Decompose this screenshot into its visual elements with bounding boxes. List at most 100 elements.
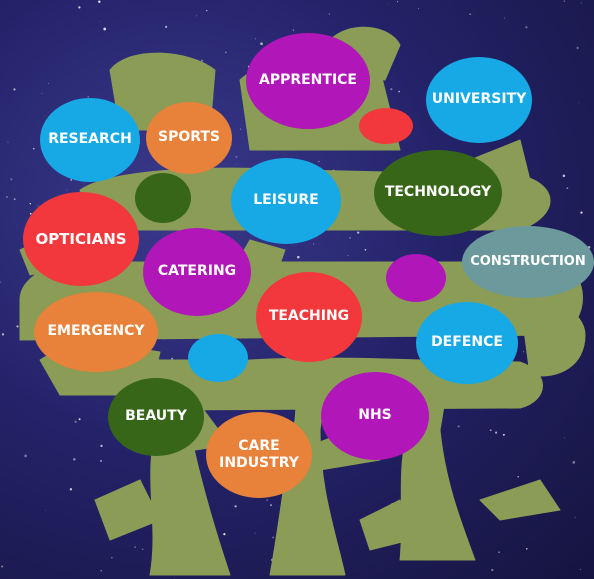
university-label: UNIVERSITY (431, 91, 527, 108)
technology-label: TECHNOLOGY (384, 184, 492, 201)
star (318, 160, 320, 163)
star (99, 21, 101, 23)
research-bubble: RESEARCH (40, 98, 140, 182)
star (522, 351, 524, 353)
construction-bubble: CONSTRUCTION (462, 226, 594, 298)
star (563, 437, 565, 439)
star (13, 198, 16, 201)
star (562, 174, 566, 178)
star (504, 17, 506, 19)
apprentice-bubble: APPRENTICE (246, 33, 370, 129)
leisure-label: LEISURE (253, 192, 319, 209)
star (489, 429, 492, 432)
star (100, 444, 103, 448)
star (13, 88, 16, 91)
research-label: RESEARCH (48, 131, 132, 148)
star (525, 26, 528, 29)
star (566, 187, 569, 189)
star (526, 548, 528, 550)
star (270, 504, 272, 507)
star (1, 333, 5, 336)
star (364, 248, 367, 251)
star (70, 179, 72, 181)
star (266, 499, 268, 501)
apprentice-label: APPRENTICE (258, 72, 357, 89)
star (171, 357, 174, 360)
star (292, 29, 295, 31)
star (223, 532, 226, 536)
star (235, 155, 238, 158)
star (579, 568, 581, 571)
star (578, 102, 580, 104)
star (66, 189, 68, 191)
catering-label: CATERING (157, 263, 237, 280)
star (100, 569, 102, 572)
star (418, 8, 419, 9)
defence-label: DEFENCE (431, 334, 503, 351)
star (24, 454, 27, 458)
star (234, 505, 237, 508)
defence-bubble: DEFENCE (416, 302, 518, 384)
star (45, 509, 47, 511)
star (87, 96, 89, 98)
emergency-label: EMERGENCY (47, 323, 145, 340)
star (297, 255, 300, 259)
star (78, 6, 81, 9)
star (328, 13, 331, 15)
star (357, 231, 360, 234)
teaching-label: TEACHING (268, 308, 350, 325)
star (174, 577, 176, 579)
star (16, 325, 19, 328)
star (7, 141, 9, 143)
star (224, 51, 227, 54)
star (0, 281, 1, 283)
star (581, 2, 582, 4)
catering-bubble: CATERING (143, 228, 251, 316)
technology-bubble: TECHNOLOGY (374, 150, 502, 236)
care-industry-bubble: CARE INDUSTRY (206, 412, 312, 498)
beauty-bubble: BEAUTY (108, 378, 204, 456)
emergency-bubble: EMERGENCY (34, 292, 158, 372)
star (313, 243, 315, 245)
star (235, 164, 237, 165)
star (78, 418, 81, 421)
star (572, 461, 576, 464)
nhs-bubble: NHS (321, 372, 429, 460)
star (41, 93, 43, 94)
star (388, 4, 390, 5)
blank-purple-bubble (386, 254, 446, 302)
star (396, 1, 399, 3)
blank-red-bubble (359, 108, 413, 144)
star (98, 0, 101, 3)
star (103, 27, 107, 31)
star (74, 420, 77, 424)
star (498, 551, 500, 554)
star (48, 82, 49, 84)
star (580, 211, 583, 214)
star (495, 431, 498, 434)
star (196, 15, 197, 17)
star (517, 476, 519, 478)
leisure-bubble: LEISURE (231, 158, 341, 244)
star (574, 516, 576, 518)
beauty-label: BEAUTY (125, 408, 187, 425)
star (272, 536, 275, 539)
sports-label: SPORTS (157, 129, 221, 146)
star (200, 59, 203, 62)
nhs-label: NHS (358, 407, 392, 424)
star (260, 42, 263, 46)
star (100, 459, 102, 462)
star (206, 10, 208, 12)
star (1, 565, 4, 568)
opticians-label: OPTICIANS (35, 229, 127, 248)
star (390, 88, 393, 91)
star (73, 458, 76, 461)
star (142, 548, 144, 550)
star (254, 532, 256, 534)
care-industry-label: CARE INDUSTRY (219, 437, 299, 472)
star (164, 25, 168, 29)
star (457, 425, 460, 428)
teaching-bubble: TEACHING (256, 272, 362, 362)
star (491, 568, 494, 572)
